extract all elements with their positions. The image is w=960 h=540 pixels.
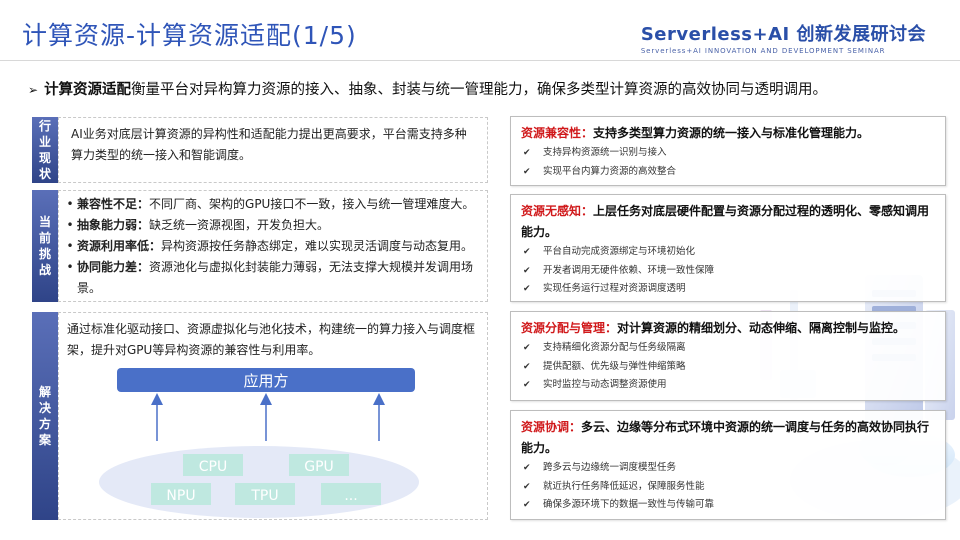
check-text: 实时监控与动态调整资源使用 [543,379,667,390]
check-text: 支持异构资源统一识别与接入 [543,147,667,158]
challenge-text: 缺乏统一资源视图，开发负担大。 [149,218,330,232]
title-divider [0,60,960,61]
check-item: ✔ 支持异构资源统一识别与接入 [521,144,935,163]
check-text: 跨多云与边缘统一调度模型任务 [543,462,677,473]
check-item: ✔ 提供配额、优先级与弹性伸缩策略 [521,358,935,377]
card-title-text: 上层任务对底层硬件配置与资源分配过程的透明化、零感知调用能力。 [521,204,930,239]
check-item: ✔ 实现平台内算力资源的高效整合 [521,163,935,182]
challenge-text: 资源池化与虚拟化封装能力薄弱，无法支撑大规模并发调用场景。 [77,260,474,295]
card-title-highlight: 资源协调： [521,420,582,434]
resource-chip-more [321,483,381,505]
resource-label: GPU [304,459,334,475]
check-item: ✔ 实时监控与动态调整资源使用 [521,376,935,395]
check-item: ✔ 支持精细化资源分配与任务级隔离 [521,339,935,358]
resource-label: CPU [199,459,227,475]
card-title-text: 对计算资源的精细划分、动态伸缩、隔离控制与监控。 [617,321,906,335]
check-icon: ✔ [523,361,531,372]
resource-chip-tpu [235,483,295,505]
check-icon: ✔ [523,343,531,353]
tab-industry-status: 行业现状 [32,117,58,183]
tab-industry-label: 行业现状 [38,119,51,181]
check-text: 确保多源环境下的数据一致性与传输可靠 [543,499,715,510]
resource-chip-cpu [183,454,243,476]
resource-chip-npu [151,483,211,505]
resource-label: TPU [250,488,278,504]
brand-main-text: Serverless+AI 创新发展研讨会 [640,24,926,45]
card-title-text: 多云、边缘等分布式环境中资源的统一调度与任务的高效协同执行能力。 [521,420,930,455]
challenge-term: 协同能力差： [77,260,150,274]
resource-pool [99,446,419,518]
check-icon: ✔ [523,148,531,158]
check-text: 实现任务运行过程对资源调度透明 [543,283,686,294]
resource-label: ... [344,488,357,504]
app-bar [117,368,415,392]
check-icon: ✔ [523,166,531,177]
solution-diagram: 应用方 CPU GPU NPU TPU ... [99,368,419,518]
check-item: ✔ 就近执行任务降低延迟，保障服务性能 [521,478,935,497]
card-title-highlight: 资源分配与管理： [521,321,618,335]
card-transparency: 资源无感知：上层任务对底层硬件配置与资源分配过程的透明化、零感知调用能力。 ✔ 平… [510,194,946,302]
card-title: 资源协调：多云、边缘等分布式环境中资源的统一调度与任务的高效协同执行能力。 [521,417,935,459]
card-title-text: 支持多类型算力资源的统一接入与标准化管理能力。 [593,126,870,140]
check-text: 开发者调用无硬件依赖、环境一致性保障 [543,264,715,276]
challenge-term: 兼容性不足： [77,197,150,211]
check-icon: ✔ [523,284,531,294]
check-icon: ✔ [523,247,531,257]
challenges-panel: •兼容性不足：不同厂商、架构的GPU接口不一致，接入与统一管理难度大。 •抽象能… [58,190,488,302]
challenge-item: •资源利用率低：异构资源按任务静态绑定，难以实现灵活调度与动态复用。 [66,239,474,253]
industry-text: AI业务对底层计算资源的异构性和适配能力提出更高要求，平台需支持多种算力类型的统… [71,127,467,162]
card-coordination: 资源协调：多云、边缘等分布式环境中资源的统一调度与任务的高效协同执行能力。 ✔ 跨… [510,410,946,520]
tab-challenges-label: 当前挑战 [38,215,51,277]
seminar-brand: Serverless+AI 创新发展研讨会 Serverless+AI INNO… [641,20,926,55]
card-title: 资源无感知：上层任务对底层硬件配置与资源分配过程的透明化、零感知调用能力。 [521,201,935,243]
card-compatibility: 资源兼容性：支持多类型算力资源的统一接入与标准化管理能力。 ✔ 支持异构资源统一识… [510,116,946,186]
check-icon: ✔ [523,481,531,492]
check-item: ✔ 跨多云与边缘统一调度模型任务 [521,459,935,478]
app-label: 应用方 [243,372,288,390]
card-title-highlight: 资源兼容性： [521,126,594,140]
solution-panel: 通过标准化驱动接口、资源虚拟化与池化技术，构建统一的算力接入与调度框架，提升对G… [58,312,488,520]
check-text: 提供配额、优先级与弹性伸缩策略 [543,360,686,372]
resource-chip-gpu [289,454,349,476]
intro-term: 计算资源适配 [44,82,132,98]
check-text: 实现平台内算力资源的高效整合 [543,165,677,177]
challenge-item: •兼容性不足：不同厂商、架构的GPU接口不一致，接入与统一管理难度大。 [66,197,475,211]
solution-text: 通过标准化驱动接口、资源虚拟化与池化技术，构建统一的算力接入与调度框架，提升对G… [67,322,476,357]
card-title: 资源分配与管理：对计算资源的精细划分、动态伸缩、隔离控制与监控。 [521,318,935,339]
check-icon: ✔ [523,500,531,510]
challenge-term: 抽象能力弱： [77,218,150,232]
card-title: 资源兼容性：支持多类型算力资源的统一接入与标准化管理能力。 [521,123,935,144]
challenge-text: 异构资源按任务静态绑定，难以实现灵活调度与动态复用。 [161,239,474,253]
tab-solution-label: 解决方案 [38,385,51,447]
check-icon: ✔ [523,380,531,390]
check-icon: ✔ [523,463,531,473]
industry-panel: AI业务对底层计算资源的异构性和适配能力提出更高要求，平台需支持多种算力类型的统… [58,117,488,183]
check-item: ✔ 平台自动完成资源绑定与环境初始化 [521,243,935,262]
challenge-item: •抽象能力弱：缺乏统一资源视图，开发负担大。 [66,218,330,232]
card-allocation: 资源分配与管理：对计算资源的精细划分、动态伸缩、隔离控制与监控。 ✔ 支持精细化资… [510,311,946,401]
tab-solution: 解决方案 [32,312,58,520]
arrow-bullet-icon: ➢ [28,83,39,97]
check-text: 就近执行任务降低延迟，保障服务性能 [543,480,705,492]
challenge-item: •协同能力差：资源池化与虚拟化封装能力薄弱，无法支撑大规模并发调用场景。 [66,260,474,295]
resource-label: NPU [166,488,195,504]
intro-line: ➢ 计算资源适配衡量平台对异构算力资源的接入、抽象、封装与统一管理能力，确保多类型… [28,78,827,99]
check-text: 支持精细化资源分配与任务级隔离 [543,342,686,353]
check-icon: ✔ [523,265,531,276]
challenge-term: 资源利用率低： [77,239,162,253]
check-item: ✔ 实现任务运行过程对资源调度透明 [521,280,935,299]
page-title: 计算资源-计算资源适配(1/5) [22,21,357,50]
challenge-text: 不同厂商、架构的GPU接口不一致，接入与统一管理难度大。 [149,197,475,211]
intro-text: 衡量平台对异构算力资源的接入、抽象、封装与统一管理能力，确保多类型计算资源的高效… [131,82,828,98]
card-title-highlight: 资源无感知： [521,204,594,218]
check-item: ✔ 确保多源环境下的数据一致性与传输可靠 [521,496,935,515]
check-text: 平台自动完成资源绑定与环境初始化 [543,246,696,257]
tab-challenges: 当前挑战 [32,190,58,302]
brand-sub-text: Serverless+AI INNOVATION AND DEVELOPMENT… [640,47,886,55]
check-item: ✔ 开发者调用无硬件依赖、环境一致性保障 [521,262,935,281]
